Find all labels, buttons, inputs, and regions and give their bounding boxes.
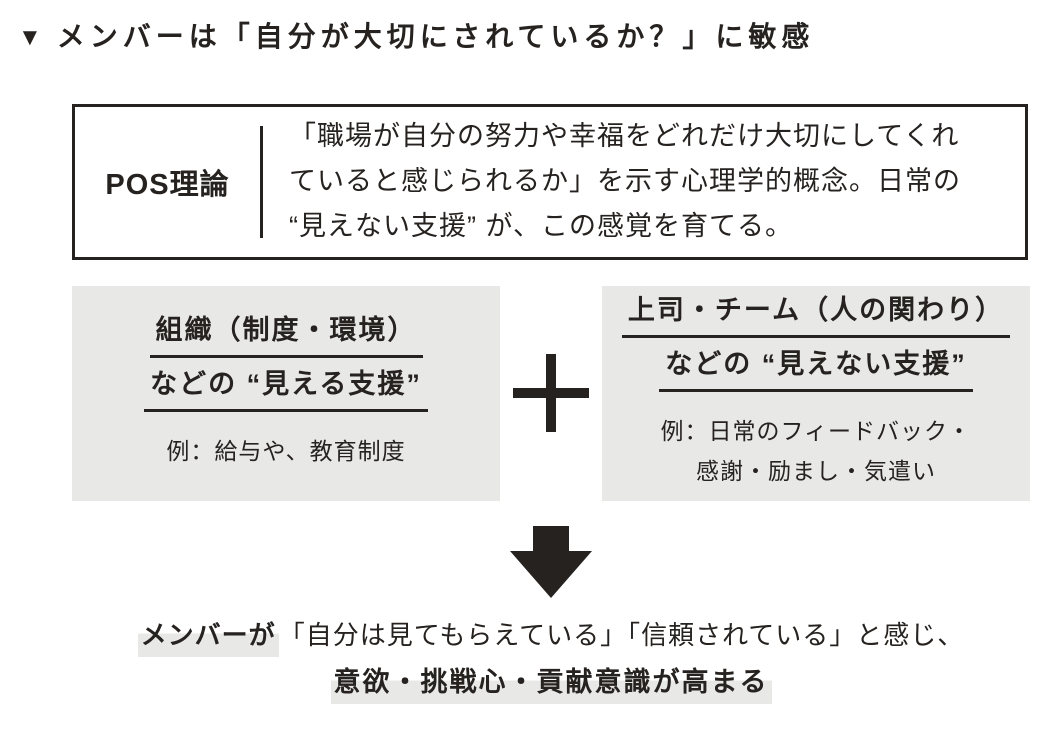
visible-support-box: 組織（制度・環境） などの “見える支援” 例：給与や、教育制度 bbox=[72, 285, 500, 501]
invisible-support-heading-2: などの “見えない支援” bbox=[659, 349, 973, 393]
invisible-support-example: 例：日常のフィードバック・ 感謝・励まし・気遣い bbox=[660, 411, 971, 491]
description-line: “見えない支援” が、この感覚を育てる。 bbox=[289, 211, 793, 242]
plus-icon bbox=[500, 354, 602, 433]
visible-support-example: 例：給与や、教育制度 bbox=[166, 438, 406, 465]
conclusion-block: メンバーが「自分は見てもらえている」「信頼されている」と感じ、 意欲・挑戦心・貢… bbox=[72, 615, 1030, 704]
description-line: 「職場が自分の努力や幸福をどれだけ大切にしてくれ bbox=[289, 121, 960, 152]
pos-theory-label: POS理論 bbox=[105, 168, 230, 201]
conclusion-line-1-rest: 「自分は見てもらえている」「信頼されている」と感じ、 bbox=[278, 619, 965, 650]
down-arrow-icon bbox=[510, 525, 592, 598]
pos-theory-box: POS理論 「職場が自分の努力や幸福をどれだけ大切にしてくれ ていると感じられる… bbox=[72, 103, 1028, 260]
visible-support-heading-2: などの “見える支援” bbox=[144, 369, 428, 413]
page-title: メンバーは「自分が大切にされているか？」に敏感 bbox=[56, 21, 815, 52]
invisible-support-heading-1: 上司・チーム（人の関わり） bbox=[621, 295, 1011, 339]
triangle-marker-icon: ▼ bbox=[18, 23, 42, 51]
vertical-divider bbox=[260, 125, 263, 238]
pos-theory-description: 「職場が自分の努力や幸福をどれだけ大切にしてくれ ていると感じられるか」を示す心… bbox=[263, 107, 1025, 257]
down-arrow-row bbox=[72, 525, 1030, 603]
conclusion-highlight-2: 意欲・挑戦心・貢献意識が高まる bbox=[330, 664, 772, 704]
invisible-support-example-line: 感謝・励まし・気遣い bbox=[696, 458, 936, 485]
support-boxes-row: 組織（制度・環境） などの “見える支援” 例：給与や、教育制度 上司・チーム（… bbox=[72, 285, 1030, 501]
conclusion-highlight-1: メンバーが bbox=[137, 617, 279, 657]
section-title-row: ▼ メンバーは「自分が大切にされているか？」に敏感 bbox=[18, 20, 1052, 54]
visible-support-heading-1: 組織（制度・環境） bbox=[149, 315, 423, 359]
description-line: ていると感じられるか」を示す心理学的概念。日常の bbox=[289, 166, 961, 197]
conclusion-line-2: 意欲・挑戦心・貢献意識が高まる bbox=[72, 660, 1030, 704]
invisible-support-example-line: 例：日常のフィードバック・ bbox=[660, 418, 972, 445]
conclusion-line-1: メンバーが「自分は見てもらえている」「信頼されている」と感じ、 bbox=[72, 615, 1030, 657]
invisible-support-box: 上司・チーム（人の関わり） などの “見えない支援” 例：日常のフィードバック・… bbox=[602, 285, 1030, 501]
pos-theory-diagram: ▼ メンバーは「自分が大切にされているか？」に敏感 POS理論 「職場が自分の努… bbox=[0, 20, 1052, 743]
